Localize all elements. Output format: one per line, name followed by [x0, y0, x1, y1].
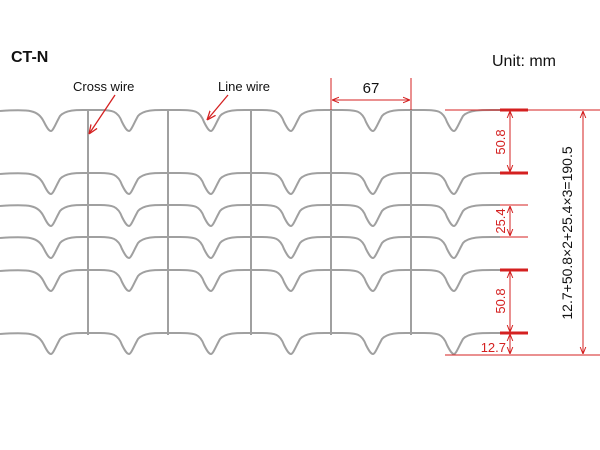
cross-wire-label: Cross wire	[73, 79, 135, 94]
total-height-formula: 12.7+50.8×2+25.4×3=190.5	[559, 146, 575, 319]
line-wires	[0, 108, 501, 355]
product-title: CT-N	[11, 49, 49, 66]
spacing-dimensions	[445, 109, 600, 356]
label-arrows	[89, 94, 229, 134]
pitch-value: 67	[363, 80, 380, 97]
spacing-mid-value: 25.4	[493, 208, 508, 233]
spacing-ticks	[500, 108, 528, 335]
unit-label: Unit: mm	[492, 53, 556, 70]
pitch-dimension	[330, 78, 412, 110]
edge-value: 12.7	[481, 340, 506, 355]
spacing-top-value: 50.8	[493, 129, 508, 154]
line-wire-label: Line wire	[218, 79, 271, 94]
spacing-bottom-value: 50.8	[493, 288, 508, 313]
cross-wires	[87, 110, 412, 335]
